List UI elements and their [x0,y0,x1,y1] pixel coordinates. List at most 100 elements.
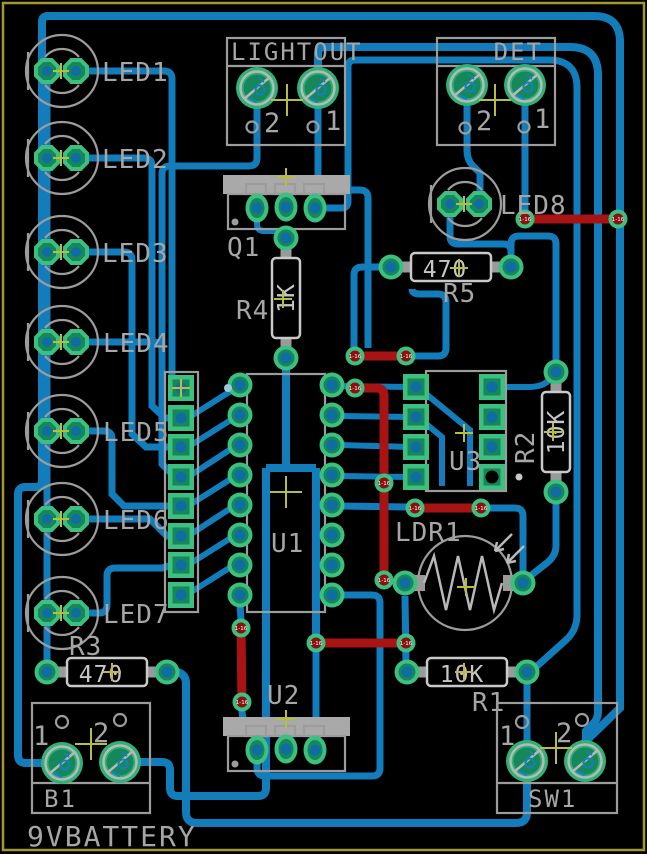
component-u1[interactable]: U1 [224,372,345,614]
trace[interactable] [339,502,409,511]
lightout-pin2-label: 2 [264,108,280,139]
component-sw1[interactable]: 1 2 SW1 [495,701,619,815]
trace[interactable] [186,444,236,480]
component-q1[interactable]: Q1 [223,167,350,263]
lightout-pad-2[interactable] [234,65,280,111]
trace[interactable] [186,474,236,509]
via-span-label: 1-16 [235,626,248,632]
trace[interactable] [158,96,261,348]
b1-subtitle: 9VBATTERY [27,820,197,853]
trace[interactable] [186,415,236,450]
component-led6[interactable]: LED6 [26,483,170,555]
trace[interactable] [186,503,236,539]
led7-label: LED7 [103,600,170,630]
trace[interactable] [128,468,270,800]
trace[interactable] [314,43,602,752]
sw1-pad-1[interactable] [504,738,550,784]
via-span-label: 1-16 [475,506,488,512]
trace[interactable] [83,67,184,389]
trace[interactable] [463,94,484,200]
u3-label: U3 [449,447,482,477]
trace[interactable] [83,427,176,510]
trace[interactable] [488,504,527,572]
trace[interactable] [507,232,560,364]
trace[interactable] [83,154,176,422]
component-ldr1[interactable]: LDR1 [392,518,536,632]
component-led4[interactable]: LED4 [26,306,170,378]
component-led1[interactable]: LED1 [26,35,169,107]
led2-label: LED2 [102,145,169,175]
component-r4[interactable]: 1K R4 [236,226,300,371]
component-led5[interactable]: LED5 [26,395,170,467]
led3-label: LED3 [102,239,169,269]
component-pin-header[interactable] [163,370,200,614]
trace[interactable] [418,386,473,486]
r1-value: 10K [440,662,485,688]
via-span-label: 1-16 [400,354,413,360]
component-lightout[interactable]: LIGHTOUT 2 1 [225,36,363,147]
det-pin2-label: 2 [476,106,492,137]
trace[interactable] [83,248,176,451]
trace[interactable] [339,473,411,480]
component-det[interactable]: DET 2 1 [435,36,557,147]
trace[interactable] [315,56,581,670]
led1-label: LED1 [102,58,169,88]
trace[interactable] [186,562,236,597]
light-arrows-icon [493,533,525,565]
component-r2[interactable]: 10K R2 [511,360,570,505]
component-b1[interactable]: 1 2 B1 9VBATTERY [27,701,197,853]
component-r5[interactable]: 470 R5 [379,253,524,309]
lightout-label: LIGHTOUT [231,38,363,66]
trace[interactable] [83,561,174,617]
component-led2[interactable]: LED2 [26,122,169,194]
r3-label: R3 [69,632,102,662]
sw1-label: SW1 [528,785,577,813]
r3-value: 470 [79,662,124,688]
via-span-label: 1-16 [612,217,625,223]
sw1-pad-2[interactable] [562,738,608,784]
u2-label: U2 [267,681,300,711]
component-led8[interactable]: LED8 [429,168,567,240]
trace[interactable] [350,263,384,349]
component-led3[interactable]: LED3 [26,216,169,288]
trace[interactable] [186,533,236,568]
u1-label: U1 [271,529,304,559]
trace[interactable] [355,383,389,580]
via-span-label: 1-16 [519,217,532,223]
trace[interactable] [236,627,247,703]
r4-label: R4 [236,296,269,326]
led5-label: LED5 [103,418,170,448]
trace[interactable] [253,591,384,780]
ldr-zigzag-symbol [422,551,504,615]
lightout-pad-1[interactable] [295,65,341,111]
led6-label: LED6 [103,506,170,536]
u3-open-hole [485,470,499,484]
component-led7[interactable]: LED7 [26,577,170,649]
trace[interactable] [167,668,531,827]
b1-pad-2[interactable] [97,739,143,785]
trace[interactable] [339,413,411,420]
component-r1[interactable]: 10K R1 [395,658,540,718]
component-u3[interactable]: U3 [403,369,523,493]
trace[interactable] [526,500,560,580]
b1-pad-1[interactable] [39,740,85,786]
trace[interactable] [339,442,411,450]
via-span-label: 1-16 [349,386,362,392]
component-u2[interactable]: U2 [223,681,350,771]
top-copper-traces[interactable] [14,12,624,827]
trace[interactable] [186,386,236,421]
trace[interactable] [83,338,178,480]
det-pin1-label: 1 [534,104,550,135]
vias[interactable]: 1-16 1-16 1-16 1-16 1-16 1-16 1-16 1-16 … [231,209,628,712]
trace[interactable] [14,12,624,767]
via-span-label: 1-16 [378,481,391,487]
trace[interactable] [401,595,410,665]
trace[interactable] [408,288,450,360]
led8-label: LED8 [500,191,567,221]
component-r3[interactable]: 470 R3 [35,632,180,688]
b1-pin1-label: 1 [33,721,49,752]
